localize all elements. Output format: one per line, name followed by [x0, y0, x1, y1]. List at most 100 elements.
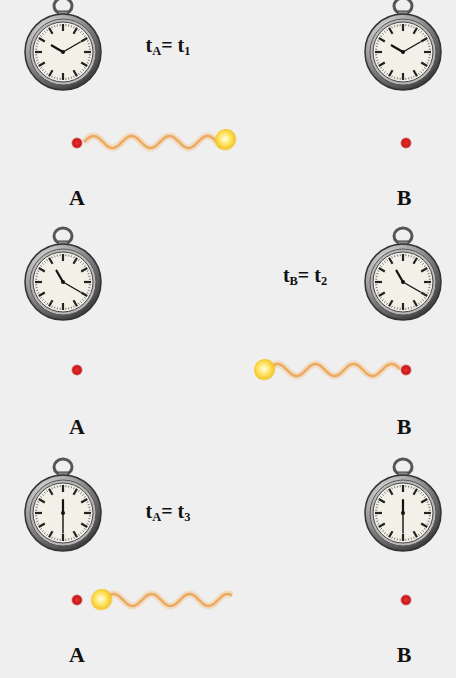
dial-tick — [74, 28, 78, 34]
dial-tick — [37, 62, 39, 64]
light-pulse — [91, 589, 113, 611]
dial-tick — [81, 499, 87, 503]
watch-dial — [33, 22, 93, 82]
dial-tick — [379, 524, 385, 528]
point-label: A — [69, 187, 85, 209]
dial-tick — [35, 49, 37, 50]
dial-tick — [377, 40, 379, 42]
dial-tick — [424, 51, 431, 53]
dial-tick — [394, 77, 396, 79]
dial-tick — [405, 485, 406, 487]
dial-tick — [376, 290, 378, 292]
dial-tick — [376, 273, 378, 275]
dial-tick — [418, 490, 419, 492]
dial-tick — [35, 512, 42, 514]
dial-tick — [382, 33, 383, 34]
light-wave — [84, 136, 222, 148]
dial-tick — [42, 69, 43, 70]
dial-tick — [89, 54, 91, 55]
dial-tick — [82, 494, 83, 495]
dial-tick — [82, 69, 83, 70]
dial-tick — [420, 301, 421, 302]
dial-tick — [429, 279, 431, 280]
dial-tick — [54, 307, 56, 309]
dial-tick — [40, 67, 42, 68]
watch-dial — [33, 483, 93, 543]
dial-tick — [375, 515, 377, 516]
dial-tick — [384, 71, 385, 72]
dial-tick — [418, 534, 419, 536]
dial-tick — [36, 57, 38, 58]
dial-tick — [54, 538, 56, 540]
dial-tick — [84, 51, 91, 53]
dial-tick — [49, 489, 53, 495]
dial-tick — [420, 71, 421, 72]
dial-tick — [375, 281, 382, 283]
dial-tick — [413, 256, 415, 258]
dial-tick — [408, 486, 409, 488]
dial-tick — [427, 523, 429, 525]
dial-tick — [82, 530, 83, 531]
observer-dot — [71, 364, 83, 376]
dial-tick — [380, 67, 382, 68]
dial-tick — [428, 46, 430, 47]
dial-tick — [78, 490, 79, 492]
dial-tick — [380, 266, 382, 267]
dial-tick — [36, 521, 38, 523]
dial-tick — [427, 501, 429, 503]
dial-tick — [402, 485, 404, 492]
dial-tick — [387, 534, 388, 536]
dial-tick — [429, 515, 431, 516]
dial-tick — [37, 523, 39, 525]
dial-tick — [408, 77, 409, 79]
hand-pivot — [401, 280, 405, 284]
dial-tick — [394, 25, 396, 27]
dial-tick — [422, 33, 423, 34]
dial-tick — [414, 300, 418, 306]
pocket-watch — [365, 459, 441, 551]
dial-tick — [88, 43, 90, 45]
point-label: B — [397, 416, 412, 438]
watch-bezel — [370, 19, 436, 85]
dial-tick — [418, 259, 419, 261]
dial-tick — [422, 263, 423, 264]
dial-tick — [402, 24, 404, 31]
dial-tick — [428, 43, 430, 45]
dial-tick — [428, 57, 430, 58]
dial-tick — [51, 76, 53, 78]
dial-tick — [89, 510, 91, 511]
dial-tick — [87, 501, 89, 503]
light-wave-glow — [268, 364, 400, 376]
dial-tick — [88, 518, 90, 519]
dial-tick — [411, 486, 413, 488]
dial-tick — [379, 38, 385, 42]
dial-tick — [54, 255, 56, 257]
dial-tick — [375, 512, 382, 514]
dial-tick — [44, 532, 45, 533]
dial-tick — [418, 73, 419, 75]
dial-tick — [408, 255, 409, 257]
dial-tick — [379, 293, 385, 297]
dial-tick — [78, 534, 79, 536]
dial-tick — [87, 62, 89, 64]
dial-tick — [62, 534, 64, 541]
dial-tick — [405, 254, 406, 256]
dial-tick — [424, 497, 426, 498]
dial-tick — [376, 521, 378, 523]
dial-tick — [71, 25, 73, 27]
dial-tick — [44, 301, 45, 302]
dial-tick — [65, 254, 66, 256]
watch-case — [25, 244, 101, 320]
time-label: tB= t2 — [283, 265, 327, 288]
watch-dial — [373, 483, 433, 543]
dial-tick — [424, 266, 426, 267]
dial-tick — [376, 43, 378, 45]
dial-tick — [89, 515, 91, 516]
dial-tick — [65, 24, 66, 26]
dial-tick — [82, 33, 83, 34]
dial-tick — [427, 270, 429, 272]
dial-tick — [54, 77, 56, 79]
dial-tick — [74, 489, 78, 495]
dial-tick — [89, 284, 91, 285]
